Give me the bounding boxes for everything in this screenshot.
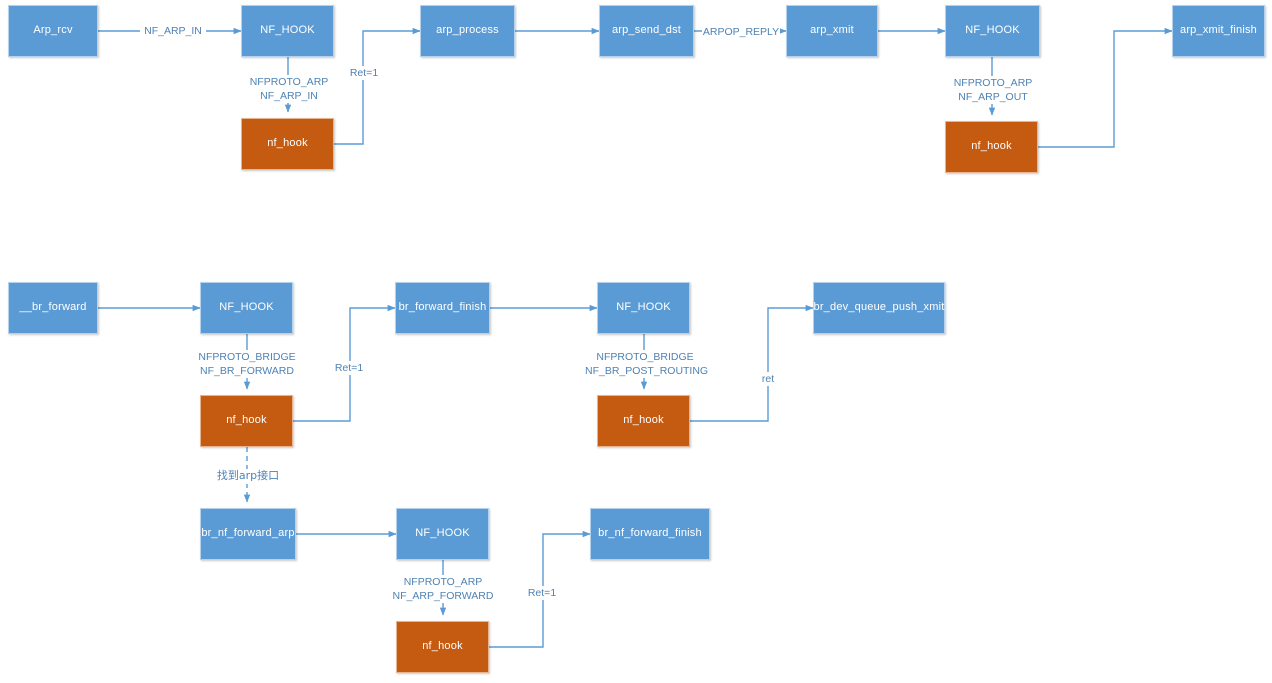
edge-label-lbl-ret1-top: Ret=1 [346,66,382,81]
node-nf_hook_arp_fwd_fn[interactable]: nf_hook [396,621,489,673]
edge-label-lbl-arpop-reply: ARPOP_REPLY [702,25,780,40]
connector-nf_hook_fn-br_nf_forward_finish [489,530,591,648]
node-nf_hook_arp_fwd[interactable]: NF_HOOK [396,508,489,560]
node-arp_xmit_finish[interactable]: arp_xmit_finish [1172,5,1265,57]
node-br_forward_finish[interactable]: br_forward_finish [395,282,490,334]
node-nf_hook_br_fwd[interactable]: NF_HOOK [200,282,293,334]
node-label: arp_send_dst [611,24,682,37]
edge-label-lbl-nf-arp-in: NF_ARP_IN [140,24,206,39]
node-br_dev_queue_push_xmit[interactable]: br_dev_queue_push_xmit [813,282,945,334]
node-br_nf_forward_finish[interactable]: br_nf_forward_finish [590,508,710,560]
node-label: arp_process [436,24,499,37]
node-label: br_forward_finish [398,301,487,314]
node-arp_process[interactable]: arp_process [420,5,515,57]
node-label: nf_hook [971,140,1012,153]
connector-nf_hook_fn-arp_process [334,27,421,145]
edge-label-lbl-ret: ret [757,372,779,387]
node-label: NF_HOOK [415,527,470,540]
node-nf_hook_arp_out_fn[interactable]: nf_hook [945,121,1038,173]
node-arp_send_dst[interactable]: arp_send_dst [599,5,694,57]
node-label: nf_hook [267,137,308,150]
node-label: nf_hook [623,414,664,427]
edge-label-lbl-nfproto-arp-in: NFPROTO_ARP NF_ARP_IN [243,75,335,104]
node-label: br_nf_forward_finish [598,527,702,540]
node-label: Arp_rcv [33,24,73,37]
edge-label-lbl-nfproto-br-fwd: NFPROTO_BRIDGE NF_BR_FORWARD [193,350,301,379]
node-arp_xmit[interactable]: arp_xmit [786,5,878,57]
node-label: NF_HOOK [219,301,274,314]
edge-label-lbl-ret1-mid: Ret=1 [331,361,367,376]
node-nf_hook_arp_in[interactable]: NF_HOOK [241,5,334,57]
connector-nf_hook_fn-br_forward_finish [293,304,396,422]
node-label: arp_xmit_finish [1180,24,1257,37]
node-label: NF_HOOK [260,24,315,37]
node-nf_hook_br_post[interactable]: NF_HOOK [597,282,690,334]
edge-label-lbl-ret1-bottom: Ret=1 [524,586,560,601]
node-label: __br_forward [19,301,87,314]
node-label: NF_HOOK [616,301,671,314]
node-br_forward[interactable]: __br_forward [8,282,98,334]
node-label: arp_xmit [810,24,854,37]
node-nf_hook_br_post_fn[interactable]: nf_hook [597,395,690,447]
node-br_nf_forward_arp[interactable]: br_nf_forward_arp [200,508,296,560]
node-nf_hook_arp_in_fn[interactable]: nf_hook [241,118,334,170]
node-arp_rcv[interactable]: Arp_rcv [8,5,98,57]
node-label: br_nf_forward_arp [201,527,295,540]
edge-label-lbl-nfproto-arp-out: NFPROTO_ARP NF_ARP_OUT [947,76,1039,105]
edge-label-lbl-nfproto-arp-fwd: NFPROTO_ARP NF_ARP_FORWARD [387,575,499,604]
node-label: NF_HOOK [965,24,1020,37]
edge-label-lbl-nfproto-br-post: NFPROTO_BRIDGE NF_BR_POST_ROUTING [585,350,709,379]
node-label: nf_hook [226,414,267,427]
node-label: nf_hook [422,640,463,653]
connector-nf_hook_post_fn-br_dev_queue_push_xmit [690,304,814,422]
node-nf_hook_br_fwd_fn[interactable]: nf_hook [200,395,293,447]
node-nf_hook_arp_out[interactable]: NF_HOOK [945,5,1040,57]
connector-nf_hook_out_fn-arp_xmit_finish [1038,27,1173,148]
edge-label-lbl-find-arp-iface: 找到arp接口 [212,469,284,484]
node-label: br_dev_queue_push_xmit [813,301,945,314]
